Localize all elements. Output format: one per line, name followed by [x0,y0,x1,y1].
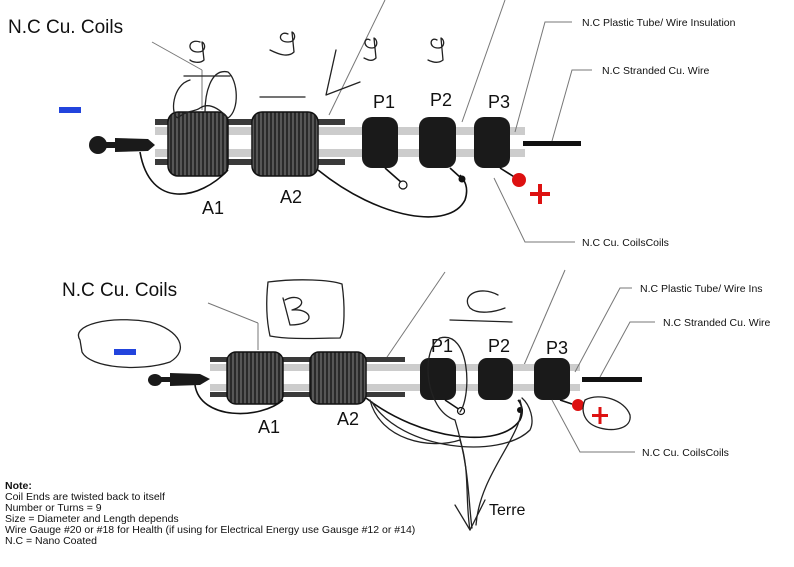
handwritten-annotations-top [172,31,445,119]
positive-sign-bottom-icon [592,407,608,424]
coil-label-a1-top: A1 [202,198,224,218]
wire-p2-top [449,167,462,179]
wire-a2-p2-top [317,169,468,218]
note-line: Coil Ends are twisted back to itself [5,491,165,503]
bottom-coils-title: N.C Cu. Coils [62,280,177,301]
leader-cu-coils-bottom [551,399,635,453]
callout-stranded-wire-bottom: N.C Stranded Cu. Wire [663,317,771,329]
leader-stranded-wire-top [551,69,592,142]
note-title: Note: [5,480,32,492]
pad-label-p3-bottom: P3 [546,338,568,358]
callout-stranded-wire-top: N.C Stranded Cu. Wire [602,65,710,77]
positive-terminal-top [512,173,526,187]
stranded-wire-bottom [582,377,642,382]
pad-label-p3-top: P3 [488,92,510,112]
callout-plastic-tube-top: N.C Plastic Tube/ Wire Insulation [582,17,736,29]
pad-p2-top [419,117,456,168]
pad-p3-top [474,117,510,168]
note-line: Size = Diameter and Length depends [5,513,179,525]
wire-p1-top [384,167,403,184]
top-leader-1 [328,0,386,116]
note-line: Number or Turns = 9 [5,502,102,514]
coil-label-a1-bottom: A1 [258,417,280,437]
pad-label-p1-top: P1 [373,92,395,112]
positive-terminal-bottom [572,399,584,411]
terminal-p2-top [458,175,466,183]
coil-label-a2-top: A2 [280,187,302,207]
callout-cu-coils-top: N.C Cu. CoilsCoils [582,237,669,249]
notes-block: Note: Coil Ends are twisted back to itse… [5,480,415,547]
pad-p1-bottom [420,358,456,400]
wire-p1-bottom [444,399,461,411]
wire-a1-top [139,151,229,195]
callout-cu-coils-bottom: N.C Cu. CoilsCoils [642,447,729,459]
bottom-leader-2 [523,269,566,366]
ground-label: Terre [489,502,526,519]
terminal-p1-top [398,180,408,190]
leader-plastic-tube-top [514,21,572,133]
coil-a1-top [167,111,229,177]
leader-cu-coils-top [493,177,575,243]
negative-circle-annotation [77,319,182,369]
terminal-p2-bottom [517,407,523,413]
top-diagram: N.C Cu. Coils A1 A2 P1 P2 [8,0,736,249]
pad-label-p1-bottom: P1 [431,336,453,356]
wire-a1-bottom [194,384,284,415]
bottom-coils-leader [207,302,259,324]
pad-p1-top [362,117,398,168]
note-line: Wire Gauge #20 or #18 for Health (if usi… [5,524,415,536]
negative-sign-icon [59,107,81,113]
top-leader-2 [461,0,506,123]
top-coils-title: N.C Cu. Coils [8,17,123,38]
top-tube [155,119,525,165]
negative-sign-bottom-icon [114,349,136,355]
bottom-connector-icon [148,373,210,386]
pad-label-p2-bottom: P2 [488,336,510,356]
ground-wires-annotation [369,336,533,531]
coil-a2-bottom [309,351,367,405]
bottom-tube [210,357,580,397]
leader-plastic-tube-bottom [574,287,632,373]
pad-label-p2-top: P2 [430,90,452,110]
bottom-leader-1 [384,271,446,361]
wire-p3-bottom [559,399,573,405]
pad-p2-bottom [478,358,513,400]
bottom-diagram: N.C Cu. Coils A1 A2 P1 P2 P3 [62,269,771,531]
coil-a2-top [251,111,319,177]
positive-sign-icon [530,184,550,204]
wire-a2-p2-bottom [365,397,523,439]
leader-stranded-wire-bottom [599,321,655,378]
top-coils-leader [151,41,203,71]
callout-plastic-tube-bottom: N.C Plastic Tube/ Wire Ins [640,283,763,295]
handwritten-annotations-bottom [266,279,513,340]
top-connector-icon [89,136,155,154]
coil-a1-bottom [226,351,284,405]
pad-p3-bottom [534,358,570,400]
note-line: N.C = Nano Coated [5,535,97,547]
positive-circle-annotation [582,396,631,431]
coil-label-a2-bottom: A2 [337,409,359,429]
stranded-wire-top [523,141,581,146]
